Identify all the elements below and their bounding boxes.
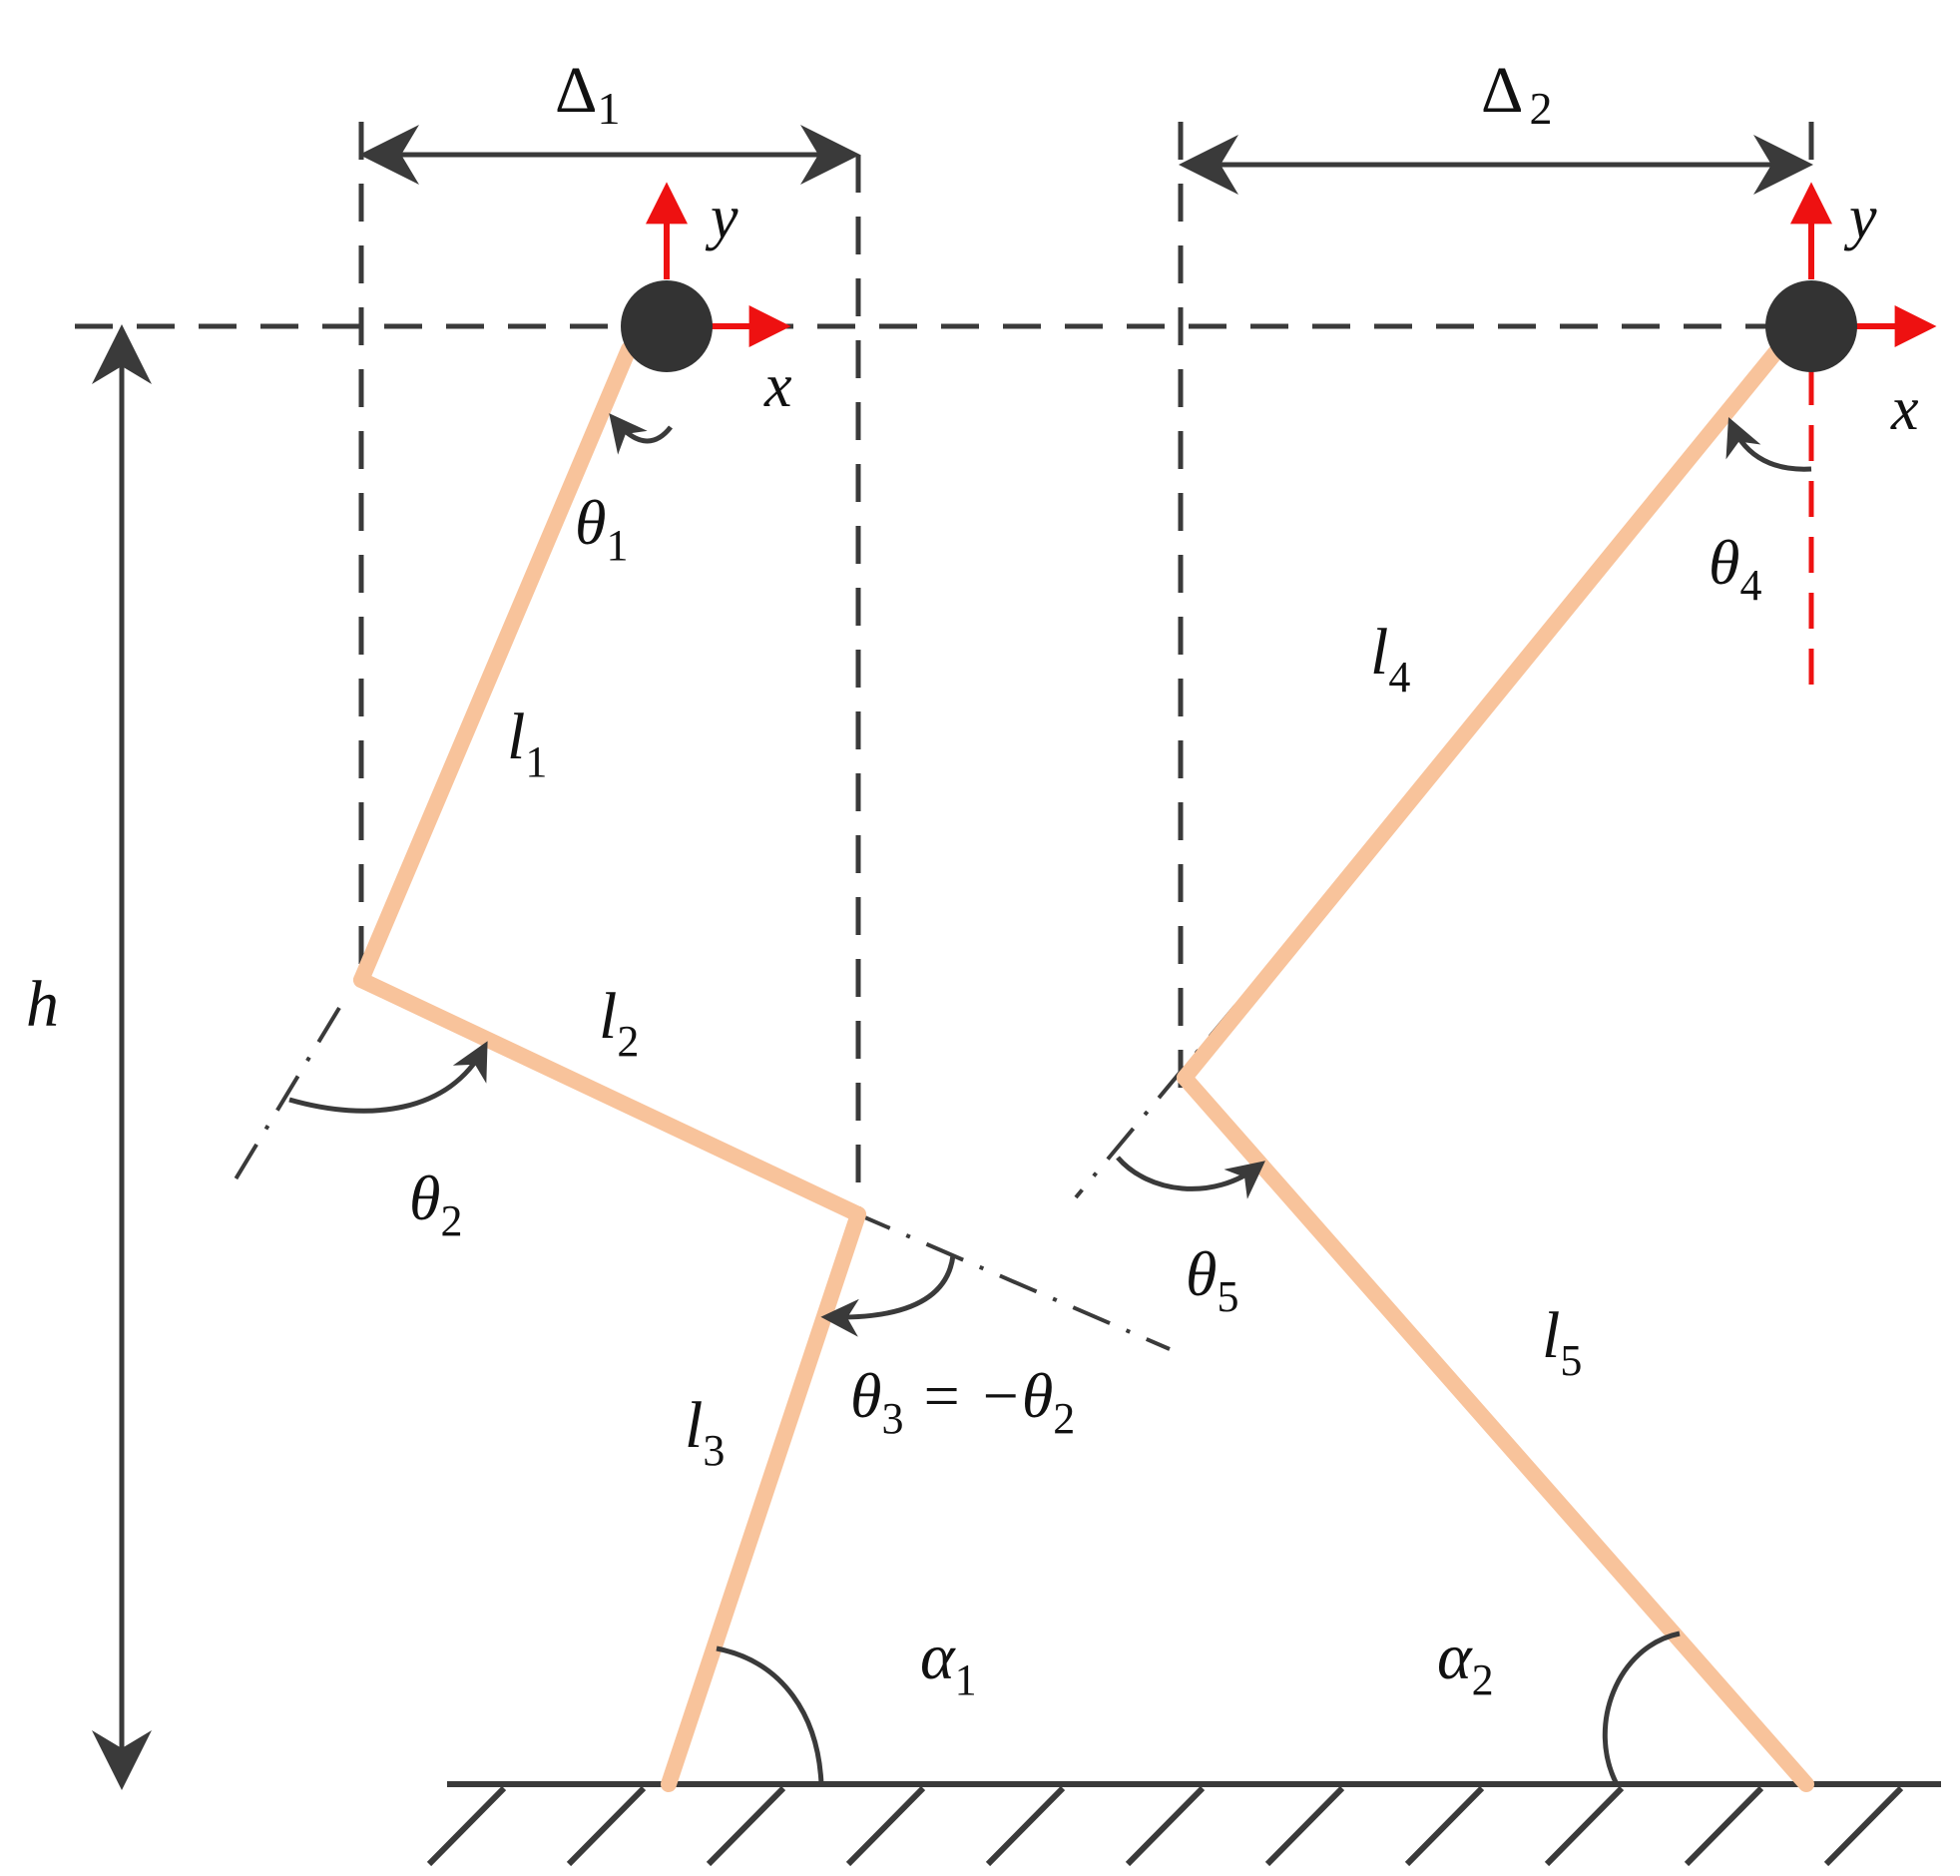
- ground-hatch-mark: [706, 1785, 786, 1867]
- ground-hatching: [426, 1785, 1904, 1867]
- angle-arcs: [288, 413, 1812, 1786]
- x-axis-label-left: x: [763, 352, 792, 420]
- l5-label: l5: [1542, 1299, 1582, 1385]
- link-l5: [1177, 1070, 1814, 1792]
- leg-links: [353, 331, 1814, 1792]
- ground-hatch-mark: [1544, 1785, 1625, 1867]
- l3-label: l3: [685, 1389, 725, 1475]
- height-label: h: [26, 968, 59, 1041]
- dimension-arrows: [92, 125, 1813, 1790]
- ground-hatch-mark: [1823, 1785, 1904, 1867]
- ground-hatch-mark: [845, 1785, 926, 1867]
- ground-hatch-mark: [985, 1785, 1066, 1867]
- l2-extension-line: [852, 1210, 1171, 1351]
- y-axis-label-right: y: [1843, 184, 1877, 251]
- link-l3: [661, 1206, 866, 1792]
- alpha2-arc: [1602, 1631, 1681, 1786]
- l1-extension-line: [226, 1006, 341, 1194]
- l4-label: l4: [1370, 616, 1410, 702]
- theta5-label: θ5: [1186, 1238, 1238, 1321]
- alpha1-arc: [716, 1645, 824, 1785]
- theta4-arc: [1725, 417, 1812, 472]
- theta3-label: θ3 = −θ2: [850, 1360, 1075, 1443]
- link-l1: [353, 341, 637, 988]
- ground-hatch-mark: [1404, 1785, 1485, 1867]
- y-axis-label-left: y: [705, 184, 738, 251]
- link-l2: [353, 972, 866, 1222]
- joint-circle-right: [1765, 280, 1857, 372]
- theta1-label: θ1: [575, 487, 628, 570]
- theta2-arc: [288, 1041, 488, 1114]
- theta2-label: θ2: [409, 1163, 462, 1245]
- ground-hatch-mark: [1264, 1785, 1345, 1867]
- link-l4: [1177, 331, 1794, 1086]
- theta5-arc: [1116, 1156, 1265, 1199]
- theta4-label: θ4: [1709, 527, 1761, 610]
- ground-hatch-mark: [1684, 1785, 1764, 1867]
- joint-circle-left: [621, 280, 713, 372]
- x-axis-label-right: x: [1890, 375, 1919, 443]
- ground-hatch-mark: [1125, 1785, 1206, 1867]
- theta3-arc: [820, 1254, 956, 1337]
- alpha1-label: α1: [920, 1621, 977, 1704]
- l1-label: l1: [507, 701, 547, 786]
- ground-hatch-mark: [426, 1785, 507, 1867]
- hip-joint-left: [621, 182, 791, 372]
- theta1-arc: [609, 413, 673, 455]
- delta1-label: Δ1: [555, 54, 620, 134]
- ground: [426, 1781, 1941, 1867]
- alpha2-label: α2: [1437, 1621, 1494, 1704]
- extension-lines: [226, 1004, 1237, 1351]
- hip-joint-right: [1765, 182, 1937, 372]
- ground-hatch-mark: [566, 1785, 647, 1867]
- l2-label: l2: [599, 980, 639, 1066]
- guide-lines: [75, 122, 1846, 1212]
